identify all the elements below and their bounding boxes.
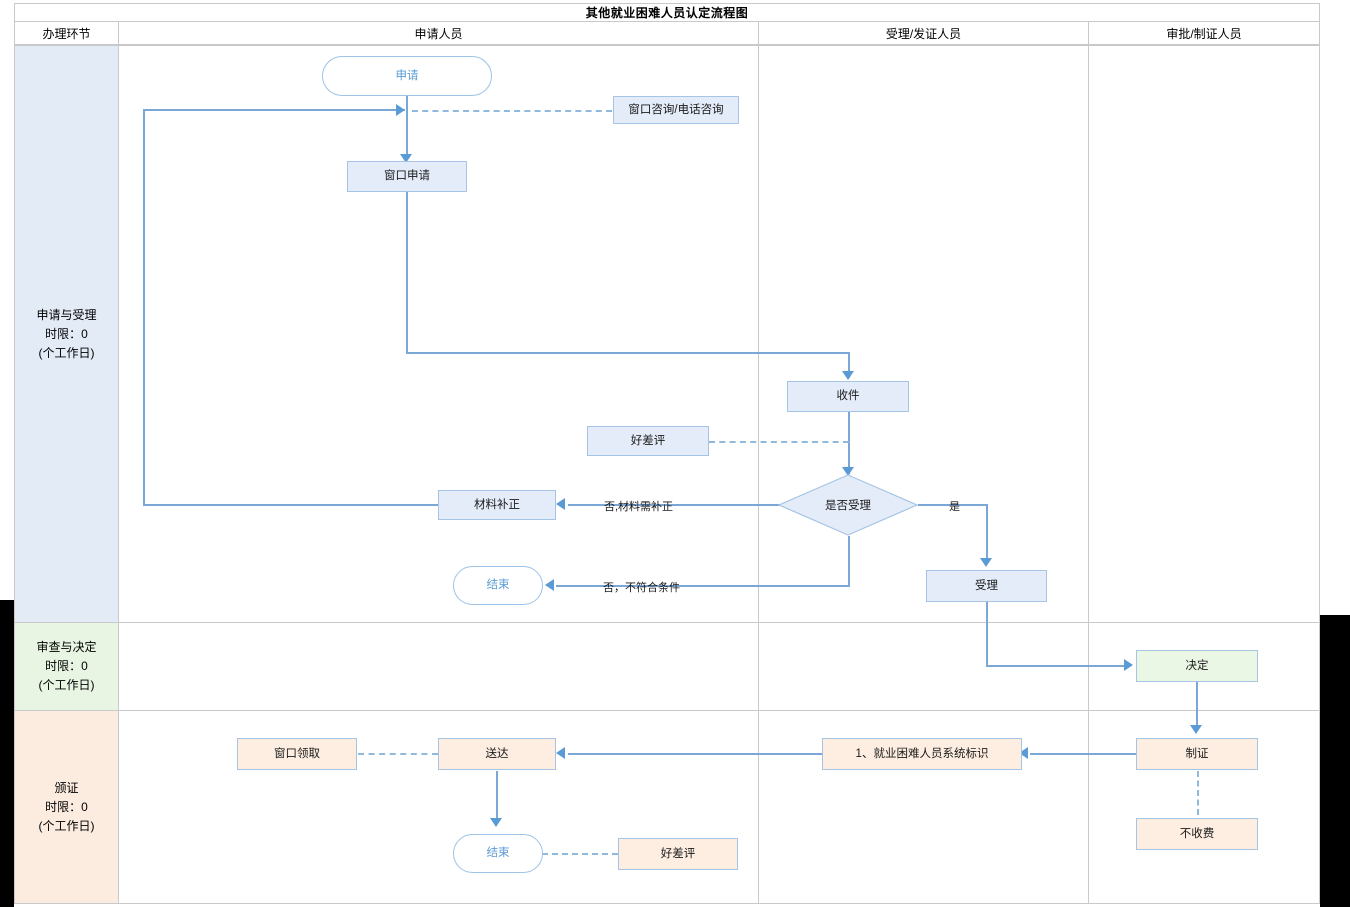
stage-limit-0: 时限：0 [45, 326, 88, 341]
page-edge-left [0, 600, 14, 907]
column-header-acceptor: 受理/发证人员 [758, 22, 1088, 45]
page-edge-right [1320, 615, 1350, 907]
lane-divider-2 [758, 22, 759, 904]
node-end-2[interactable]: 结束 [453, 834, 543, 873]
stage-name-2: 颁证 [54, 780, 79, 795]
stage-name-1: 审查与决定 [36, 640, 97, 654]
edge-decision-to-fix [568, 504, 780, 506]
arrowhead-window-apply [400, 154, 412, 163]
lane-divider-3 [1088, 22, 1089, 904]
page-title: 其他就业困难人员认定流程图 [585, 5, 749, 20]
edge-decision-no-left [556, 585, 850, 587]
edge-label-need-fix: 否,材料需补正 [604, 501, 674, 513]
edge-decide-to-cert [1196, 682, 1198, 730]
node-window-pickup[interactable]: 窗口领取 [237, 738, 357, 770]
edge-rating2-dashed [542, 853, 618, 855]
column-header-row: 办理环节 申请人员 受理/发证人员 审批/制证人员 [14, 22, 1320, 45]
node-consult[interactable]: 窗口咨询/电话咨询 [613, 96, 739, 124]
edge-pickup-dashed [358, 753, 438, 755]
edge-consult-dashed [412, 110, 612, 112]
edge-yes-down [986, 504, 988, 564]
column-header-approver: 审批/制证人员 [1088, 22, 1319, 45]
edge-deliver-to-end [496, 771, 498, 823]
column-header-stage: 办理环节 [42, 27, 91, 41]
edge-no-fee-dashed [1197, 771, 1199, 815]
edge-cert-to-system-mark [1030, 753, 1138, 755]
stage-limit-1: 时限：0 [45, 659, 88, 673]
edge-receive-to-decision [848, 412, 850, 474]
diagram-frame [14, 3, 1320, 904]
arrowhead-decide [1124, 659, 1133, 671]
node-accept[interactable]: 受理 [926, 570, 1047, 602]
node-deliver[interactable]: 送达 [438, 738, 556, 770]
node-make-cert[interactable]: 制证 [1136, 738, 1258, 770]
edge-into-receive [848, 352, 850, 378]
arrowhead-deliver [556, 747, 565, 759]
stage-limit-2: 时限：0 [45, 799, 88, 814]
edge-fix-to-left [143, 504, 438, 506]
stage-divider-1 [14, 622, 1320, 623]
node-no-fee[interactable]: 不收费 [1136, 818, 1258, 850]
edge-decision-yes [918, 504, 988, 506]
arrowhead-accept [980, 558, 992, 567]
arrowhead-end2 [490, 818, 502, 827]
node-review-rating-2[interactable]: 好差评 [618, 838, 738, 870]
edge-window-apply-right [406, 352, 850, 354]
stage-divider-header [14, 45, 1320, 46]
node-system-mark[interactable]: 1、就业困难人员系统标识 [822, 738, 1022, 770]
stage-divider-2 [14, 710, 1320, 711]
edge-label-not-qualified: 否，不符合条件 [603, 582, 680, 594]
diamond-shape-icon [778, 474, 918, 536]
edge-fix-back-to-apply [143, 109, 405, 111]
edge-accept-down [986, 602, 988, 666]
edge-apply-to-window-apply [406, 95, 408, 160]
edge-label-yes: 是 [949, 501, 960, 513]
arrowhead-loop-back [396, 104, 405, 116]
arrowhead-end1 [545, 579, 554, 591]
edge-accept-right [986, 665, 1126, 667]
arrowhead-fix [556, 498, 565, 510]
column-header-applicant: 申请人员 [118, 22, 758, 45]
arrowhead-make-cert [1190, 725, 1202, 734]
arrowhead-decision [842, 467, 854, 476]
node-decide[interactable]: 决定 [1136, 650, 1258, 682]
node-window-apply[interactable]: 窗口申请 [347, 161, 467, 192]
node-material-fix[interactable]: 材料补正 [438, 490, 556, 520]
node-review-rating-1[interactable]: 好差评 [587, 426, 709, 456]
stage-cell-apply: 申请与受理 时限：0 (个工作日) [15, 46, 118, 622]
stage-cell-issue: 颁证 时限：0 (个工作日) [15, 711, 118, 903]
node-decision-accept-label: 是否受理 [825, 500, 871, 512]
lane-divider-1 [118, 22, 119, 904]
stage-unit-0: (个工作日) [38, 345, 95, 360]
stage-unit-2: (个工作日) [38, 818, 95, 833]
node-apply[interactable]: 申请 [322, 56, 492, 96]
edge-decision-no-down [848, 536, 850, 586]
diagram-title-row: 其他就业困难人员认定流程图 [14, 3, 1320, 22]
edge-rating1-dashed [709, 441, 849, 443]
stage-cell-review: 审查与决定 时限：0 (个工作日) [15, 623, 118, 710]
edge-fix-up [143, 109, 145, 506]
arrowhead-receive [842, 371, 854, 380]
stage-unit-1: (个工作日) [38, 678, 95, 692]
node-receive[interactable]: 收件 [787, 381, 909, 412]
edge-window-apply-down [406, 192, 408, 354]
node-end-1[interactable]: 结束 [453, 566, 543, 605]
arrowhead-system-mark [1019, 747, 1028, 759]
node-decision-accept[interactable]: 是否受理 [778, 474, 918, 536]
stage-name-0: 申请与受理 [36, 307, 97, 322]
edge-system-mark-to-deliver [568, 753, 823, 755]
